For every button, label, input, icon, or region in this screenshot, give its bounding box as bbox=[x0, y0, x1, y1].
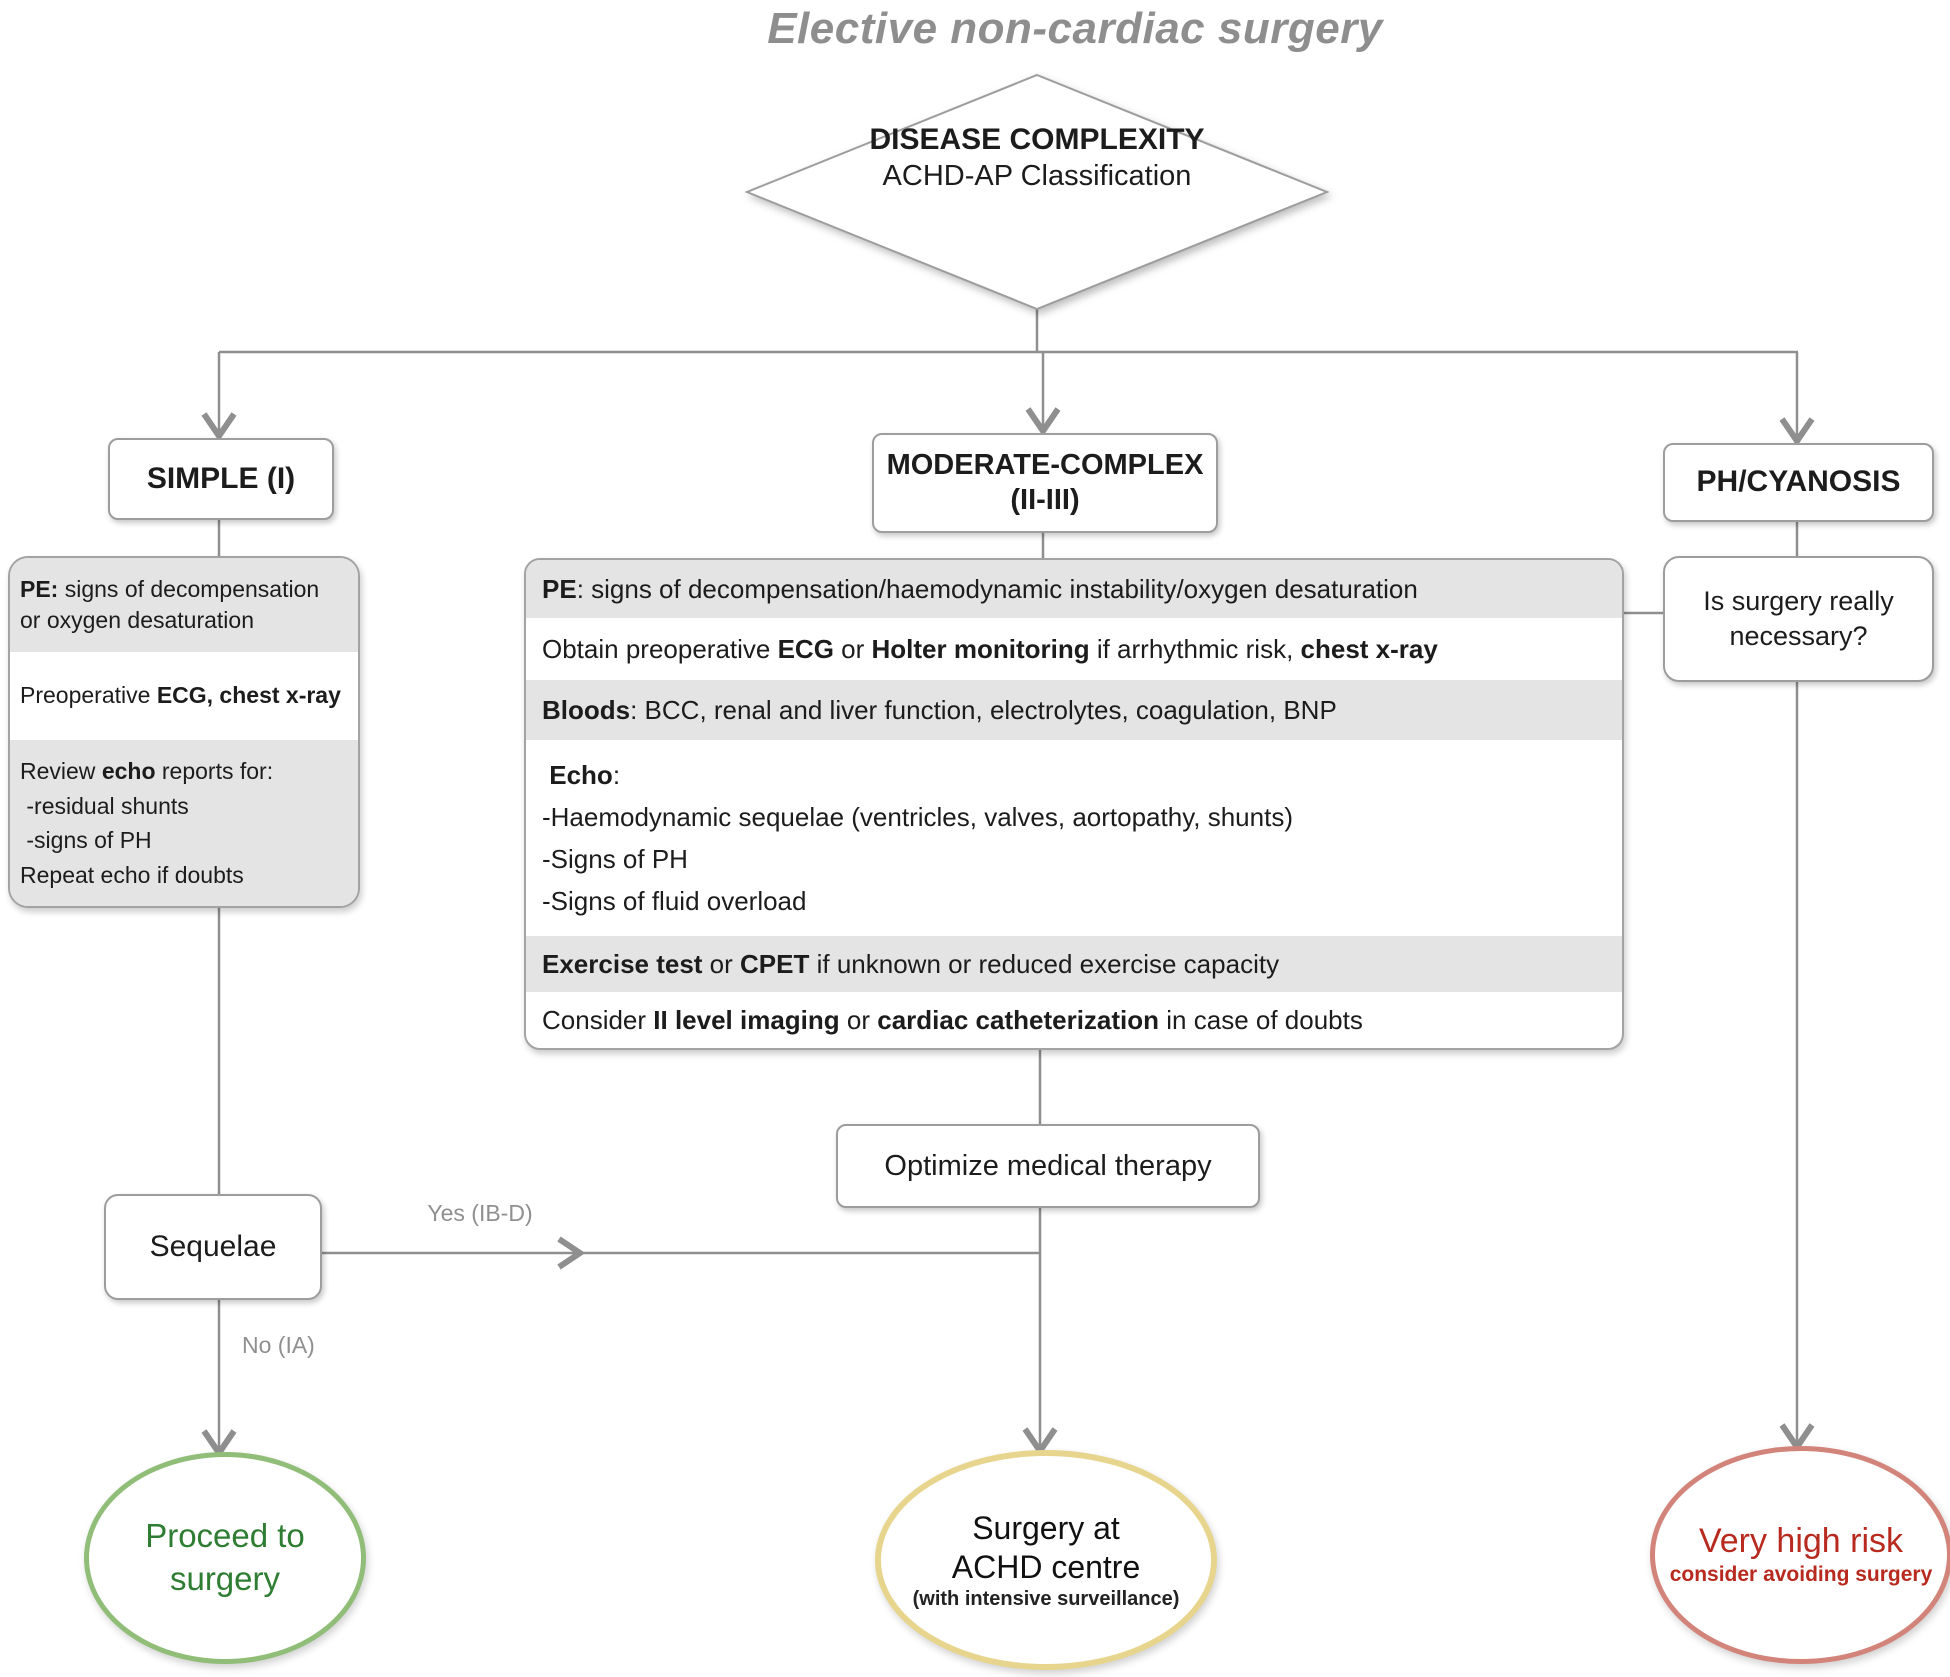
node-moderate-complex: MODERATE-COMPLEX (II-III) bbox=[872, 433, 1218, 533]
diamond-line2: ACHD-AP Classification bbox=[882, 160, 1192, 192]
moderate-row-pe: PE: signs of decompensation/haemodynamic… bbox=[526, 560, 1622, 618]
outcome-achd-subtitle: (with intensive surveillance) bbox=[912, 1587, 1180, 1610]
edge-label-yes: Yes (IB-D) bbox=[427, 1200, 533, 1226]
decision-diamond-label: DISEASE COMPLEXITY ACHD-AP Classificatio… bbox=[800, 122, 1274, 194]
outcome-high-risk-title: Very high risk bbox=[1698, 1522, 1904, 1561]
arrowhead-to-moderate-icon bbox=[1025, 407, 1061, 437]
moderate-row-ecg-holter: Obtain preoperative ECG or Holter monito… bbox=[542, 633, 1438, 664]
page-title: Elective non-cardiac surgery bbox=[767, 4, 1383, 53]
moderate-row-bloods: Bloods: BCC, renal and liver function, e… bbox=[526, 680, 1622, 740]
moderate-row-imaging: Consider II level imaging or cardiac cat… bbox=[542, 1004, 1363, 1035]
moderate-workup-panel: PE: signs of decompensation/haemodynamic… bbox=[524, 558, 1624, 1050]
diamond-line1: DISEASE COMPLEXITY bbox=[869, 123, 1205, 156]
arrowhead-to-simple-icon bbox=[201, 412, 237, 442]
outcome-high-risk-ellipse: Very high risk consider avoiding surgery bbox=[1650, 1446, 1950, 1664]
outcome-achd-centre-ellipse: Surgery at ACHD centre (with intensive s… bbox=[875, 1450, 1217, 1670]
outcome-high-risk-subtitle: consider avoiding surgery bbox=[1669, 1562, 1933, 1586]
decision-diamond-shape bbox=[744, 73, 1330, 311]
node-simple: SIMPLE (I) bbox=[108, 438, 334, 520]
simple-workup-row-echo: Review echo reports for: -residual shunt… bbox=[10, 740, 358, 906]
outcome-proceed-label: Proceed to surgery bbox=[145, 1517, 305, 1597]
outcome-proceed-ellipse: Proceed to surgery bbox=[84, 1452, 366, 1664]
moderate-row-exercise: Exercise test or CPET if unknown or redu… bbox=[526, 936, 1622, 992]
moderate-row-echo: Echo:-Haemodynamic sequelae (ventricles,… bbox=[542, 759, 1293, 917]
edge-label-no: No (IA) bbox=[242, 1332, 315, 1358]
node-ph-cyanosis: PH/CYANOSIS bbox=[1663, 443, 1934, 522]
sequelae-box: Sequelae bbox=[104, 1194, 322, 1300]
simple-workup-row-ecg: Preoperative ECG, chest x-ray bbox=[20, 682, 341, 709]
optimize-therapy-box: Optimize medical therapy bbox=[836, 1124, 1260, 1208]
outcome-achd-title: Surgery at ACHD centre bbox=[951, 1510, 1141, 1585]
connector-lines bbox=[217, 308, 1799, 1448]
question-surgery-necessary: Is surgery really necessary? bbox=[1663, 556, 1934, 682]
arrowhead-yes-right-icon bbox=[557, 1236, 586, 1270]
arrowhead-to-ph-icon bbox=[1779, 417, 1815, 447]
